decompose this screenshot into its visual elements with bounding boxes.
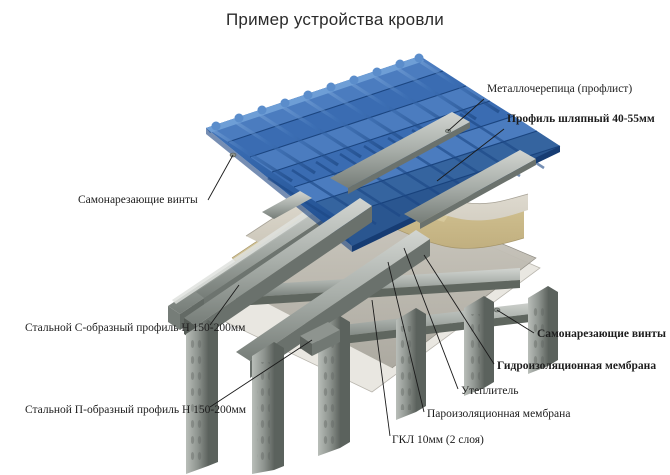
page-title: Пример устройства кровли [226,10,444,29]
p-profile-bracket [300,322,340,356]
leader-gidroizolyatsionnaya-membrana [423,254,495,365]
leader-paroizolyatsionnaya-membrana [387,261,425,413]
label-stalnoy-c-obrazny-profil: Стальной С-образный профиль Н 150-200мм [25,322,246,334]
rafter-1 [186,320,218,474]
rafter-3 [318,316,350,456]
hat-profiles [262,112,536,229]
rafter-5 [464,296,494,396]
label-stalnoy-p-obrazny-profil: Стальной П-образный профиль Н 150-200мм [25,404,247,416]
label-gkl-10mm: ГКЛ 10мм (2 слоя) [392,434,484,446]
leader-uteplitel [403,247,459,390]
tile-ridge-waves [211,53,424,131]
leader-stalnoy-c-obrazny-profil [209,284,240,326]
leader-metallocherepitsa [447,98,485,132]
leader-samonarezayushchie-vinty-top [207,154,234,201]
hanging-rafters [186,286,558,474]
label-samonarezayushchie-vinty-bottom: Самонарезающие винты [537,328,666,340]
leader-stalnoy-p-obrazny-profil [209,339,313,408]
c-profile-main-beams [184,198,430,378]
label-samonarezayushchie-vinty-top: Самонарезающие винты [78,194,198,206]
leader-profil-shlyapny [436,128,505,182]
label-metallocherepitsa: Металлочерепица (профлист) [487,83,633,95]
rafter-2 [252,342,284,474]
rafter-4 [396,308,426,420]
label-uteplitel: Утеплитель [461,385,519,397]
leader-samonarezayushchie-vinty-bottom [496,309,535,334]
label-gidroizolyatsionnaya-membrana: Гидроизоляционная мембрана [497,360,657,372]
rafter-6 [528,286,558,374]
label-paroizolyatsionnaya-membrana: Пароизоляционная мембрана [427,408,571,420]
label-profil-shlyapny: Профиль шляпный 40-55мм [507,113,655,125]
leader-gkl-10mm [371,299,391,437]
